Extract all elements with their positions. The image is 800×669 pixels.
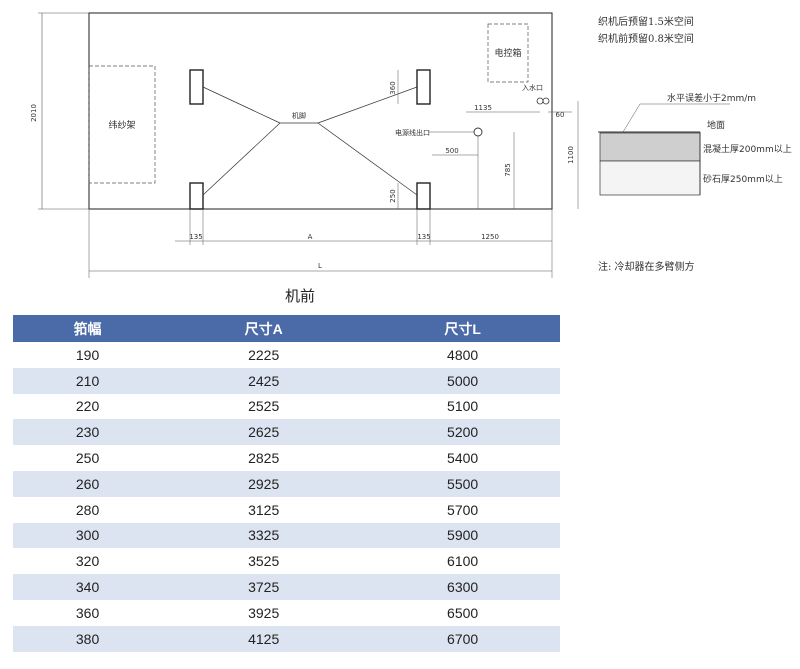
creel-label: 纬纱架 <box>108 119 135 131</box>
dim-l: L <box>318 262 322 270</box>
cell-size-l: 5500 <box>365 470 560 497</box>
dim-785: 785 <box>504 163 512 176</box>
control-box <box>487 23 529 83</box>
cell-size-a: 3925 <box>162 599 366 626</box>
dim-135-right: 135 <box>417 233 430 241</box>
cell-size-l: 6100 <box>365 548 560 575</box>
header-reed-width: 筘幅 <box>13 315 163 342</box>
cell-reed-width: 320 <box>13 548 163 575</box>
cell-size-l: 5900 <box>365 522 560 549</box>
water-inlet-symbol-2 <box>542 97 550 105</box>
machine-front-caption: 机前 <box>284 287 315 305</box>
cell-size-l: 5000 <box>365 367 560 394</box>
cooler-footnote: 注: 冷却器在多臂侧方 <box>598 262 695 273</box>
control-box-label: 电控箱 <box>494 47 521 59</box>
water-inlet-symbol <box>536 97 544 105</box>
header-size-l: 尺寸L <box>365 315 560 342</box>
cell-reed-width: 300 <box>13 522 163 549</box>
dim-135-left: 135 <box>189 233 202 241</box>
cell-size-l: 5100 <box>365 393 560 420</box>
front-space-note: 织机前预留0.8米空间 <box>598 34 694 45</box>
creel-box <box>88 65 156 184</box>
cell-size-a: 4125 <box>162 625 366 652</box>
cell-reed-width: 260 <box>13 470 163 497</box>
level-note: 水平误差小于2mm/m <box>667 92 756 104</box>
power-line-label: 电源线出口 <box>395 128 430 137</box>
cell-size-l: 5400 <box>365 445 560 471</box>
cell-size-a: 2225 <box>162 342 366 368</box>
cell-size-l: 6300 <box>365 574 560 600</box>
cell-reed-width: 360 <box>13 599 163 626</box>
cell-size-a: 2525 <box>162 393 366 420</box>
cell-reed-width: 190 <box>13 342 163 368</box>
cell-reed-width: 250 <box>13 445 163 471</box>
cell-size-l: 6700 <box>365 625 560 652</box>
water-inlet-label: 入水口 <box>522 83 543 92</box>
cell-reed-width: 210 <box>13 367 163 394</box>
foot-pad-tl <box>189 69 204 105</box>
reserve-space-notes: 织机后预留1.5米空间 织机前预留0.8米空间 <box>598 14 694 48</box>
dim-360: 360 <box>389 81 397 94</box>
dim-1250: 1250 <box>481 233 499 241</box>
gravel-layer <box>599 160 701 196</box>
rear-space-note: 织机后预留1.5米空间 <box>598 17 694 28</box>
dim-500: 500 <box>445 147 458 155</box>
cell-reed-width: 340 <box>13 574 163 600</box>
foot-pad-bl <box>189 182 204 210</box>
concrete-label: 混凝土厚200mm以上 <box>703 143 792 155</box>
dim-height-left: 2010 <box>30 104 38 122</box>
cell-reed-width: 220 <box>13 393 163 420</box>
foot-pad-br <box>416 182 431 210</box>
dim-1135: 1135 <box>474 104 492 112</box>
cell-size-a: 2925 <box>162 470 366 497</box>
cell-size-a: 3125 <box>162 496 366 523</box>
gravel-label: 砂石厚250mm以上 <box>703 173 783 185</box>
cell-size-l: 4800 <box>365 342 560 368</box>
cell-size-l: 6500 <box>365 599 560 626</box>
cell-size-a: 3725 <box>162 574 366 600</box>
dim-1100: 1100 <box>567 146 575 164</box>
cell-size-l: 5700 <box>365 496 560 523</box>
cell-reed-width: 380 <box>13 625 163 652</box>
cell-size-a: 2825 <box>162 445 366 471</box>
dim-a: A <box>308 233 313 241</box>
power-outlet-symbol <box>473 127 483 137</box>
foundation-drawing: 2010 纬纱架 电控箱 机脚 360 250 入水口 1135 60 1100… <box>30 12 792 278</box>
dim-60: 60 <box>556 111 565 119</box>
cell-size-a: 3525 <box>162 548 366 575</box>
dim-250: 250 <box>389 189 397 202</box>
cell-size-a: 2625 <box>162 419 366 446</box>
header-size-a: 尺寸A <box>162 315 366 342</box>
concrete-layer <box>599 132 701 162</box>
loom-label: 机脚 <box>292 111 306 120</box>
floor-label: 地面 <box>707 119 725 131</box>
cell-size-a: 2425 <box>162 367 366 394</box>
foot-pad-tr <box>416 69 431 105</box>
cell-reed-width: 280 <box>13 496 163 523</box>
cell-size-l: 5200 <box>365 419 560 446</box>
cell-reed-width: 230 <box>13 419 163 446</box>
cell-size-a: 3325 <box>162 522 366 549</box>
spec-table-header: 筘幅 尺寸A 尺寸L <box>13 315 560 342</box>
